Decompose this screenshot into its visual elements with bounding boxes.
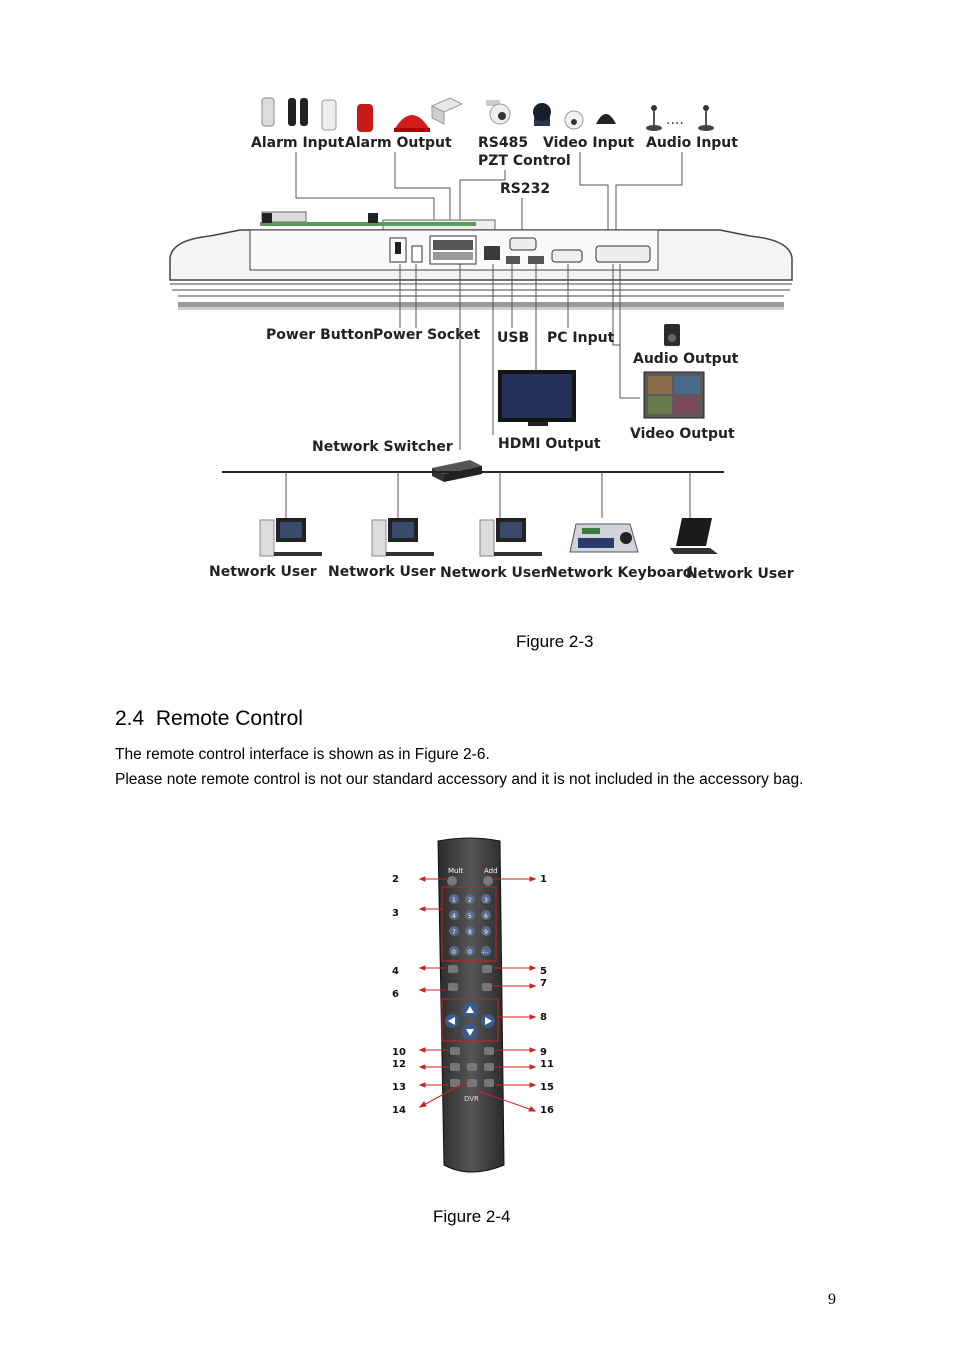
svg-text:0: 0 <box>468 949 472 956</box>
remote-button-9[interactable] <box>484 1047 494 1055</box>
laptop-icon <box>670 518 718 554</box>
figure-2-4-caption: Figure 2-4 <box>433 1207 511 1226</box>
network-keyboard-icon <box>569 523 639 553</box>
remote-button-15[interactable] <box>484 1079 494 1087</box>
callout-13: 13 <box>392 1082 406 1093</box>
remote-button-6[interactable] <box>448 983 458 991</box>
usb-label: USB <box>497 330 529 346</box>
callout-2: 2 <box>392 874 399 885</box>
numeric-keypad: 1 2 3 4 5 6 7 8 9 0 0 -/-- <box>449 894 491 956</box>
callout-4: 4 <box>392 966 399 977</box>
remote-button-5[interactable] <box>482 965 492 973</box>
section-title: Remote Control <box>155 707 303 730</box>
callout-14: 14 <box>392 1105 406 1116</box>
callout-11: 11 <box>540 1059 554 1070</box>
svg-text:5: 5 <box>468 913 472 920</box>
svg-text:1: 1 <box>452 897 456 904</box>
svg-text:7: 7 <box>452 929 456 936</box>
remote-button-center[interactable] <box>467 1063 477 1071</box>
connection-diagram: .... Alarm Input Alarm Output RS485 PZT … <box>169 97 794 582</box>
pzt-control-label: PZT Control <box>478 153 571 169</box>
section-paragraph-2: Please note remote control is not our st… <box>115 771 804 788</box>
ptz-camera-icon <box>486 100 511 125</box>
pc-input-label: PC Input <box>547 330 615 346</box>
remote-button-14[interactable] <box>467 1079 477 1087</box>
relay-box-icon <box>430 97 464 125</box>
callout-15: 15 <box>540 1082 554 1093</box>
video-input-label: Video Input <box>543 135 635 151</box>
remote-button-10[interactable] <box>450 1047 460 1055</box>
monitor-back-panel <box>169 211 793 310</box>
section-heading: 2.4 Remote Control <box>115 707 303 731</box>
svg-text:9: 9 <box>484 929 488 936</box>
svg-text:2: 2 <box>468 897 472 904</box>
remote-button-4[interactable] <box>448 965 458 973</box>
power-button-label: Power Button <box>266 327 374 343</box>
mult-button-label: Mult <box>448 867 463 875</box>
network-switcher-label: Network Switcher <box>312 439 453 455</box>
remote-button-7[interactable] <box>482 983 492 991</box>
svg-text:8: 8 <box>468 929 472 936</box>
top-connector-lines <box>295 152 683 238</box>
section-paragraph-1: The remote control interface is shown as… <box>115 746 490 763</box>
callout-3: 3 <box>392 908 399 919</box>
callout-12: 12 <box>392 1059 406 1070</box>
callout-arrows <box>418 876 537 1112</box>
desktop-pc-icon <box>259 518 322 557</box>
network-user-label-2: Network User <box>328 564 436 580</box>
alarm-input-label: Alarm Input <box>251 135 345 151</box>
svg-text:6: 6 <box>484 913 488 920</box>
callout-9: 9 <box>540 1047 547 1058</box>
svg-text:-/--: -/-- <box>481 950 488 956</box>
network-user-label-4: Network User <box>686 566 794 582</box>
svg-text:4: 4 <box>452 913 456 920</box>
figure-2-3-caption: Figure 2-3 <box>516 632 594 651</box>
audio-output-label: Audio Output <box>633 351 739 367</box>
network-user-label-1: Network User <box>209 564 317 580</box>
callout-8: 8 <box>540 1012 547 1023</box>
bottom-connector-lines <box>399 264 640 450</box>
microphone-icon: .... <box>646 105 714 131</box>
video-monitor-icon <box>643 371 705 419</box>
svg-text:3: 3 <box>484 897 488 904</box>
direction-pad <box>445 1002 495 1040</box>
section-number: 2.4 <box>115 707 145 730</box>
network-keyboard-label: Network Keyboard <box>546 565 693 581</box>
hdmi-tv-icon <box>498 370 576 426</box>
svg-text:....: .... <box>666 112 684 128</box>
network-user-label-3: Network User <box>440 565 548 581</box>
rs485-label: RS485 <box>478 135 528 151</box>
mult-button[interactable] <box>447 876 457 886</box>
add-button-label: Add <box>484 867 498 875</box>
remote-button-12[interactable] <box>450 1063 460 1071</box>
rs232-label: RS232 <box>500 181 550 197</box>
video-output-label: Video Output <box>630 426 735 442</box>
callout-5: 5 <box>540 966 547 977</box>
speaker-icon <box>664 324 680 346</box>
callout-1: 1 <box>540 874 547 885</box>
remote-button-13[interactable] <box>450 1079 460 1087</box>
keypad-highlight <box>441 886 497 962</box>
callout-6: 6 <box>392 989 399 1000</box>
callout-10: 10 <box>392 1047 406 1058</box>
callout-7: 7 <box>540 978 547 989</box>
alarm-siren-icon <box>357 104 430 132</box>
desktop-pc-icon <box>479 518 542 557</box>
remote-button-11[interactable] <box>484 1063 494 1071</box>
network-drop-lines <box>285 472 691 518</box>
hdmi-output-label: HDMI Output <box>498 436 601 452</box>
add-button[interactable] <box>483 876 493 886</box>
dpad-highlight <box>441 998 499 1042</box>
svg-text:0: 0 <box>452 949 456 956</box>
dvr-label: DVR <box>464 1095 479 1103</box>
remote-control-diagram: Mult Add 1 2 3 4 5 6 7 8 9 0 0 -/-- <box>392 837 554 1173</box>
audio-input-label: Audio Input <box>646 135 738 151</box>
desktop-pc-icon <box>371 518 434 557</box>
power-socket-label: Power Socket <box>373 327 481 343</box>
callout-16: 16 <box>540 1105 554 1116</box>
alarm-output-label: Alarm Output <box>345 135 452 151</box>
camera-group-icon <box>533 103 616 130</box>
alarm-input-sensors-icon <box>261 97 337 131</box>
page-number: 9 <box>828 1291 836 1308</box>
